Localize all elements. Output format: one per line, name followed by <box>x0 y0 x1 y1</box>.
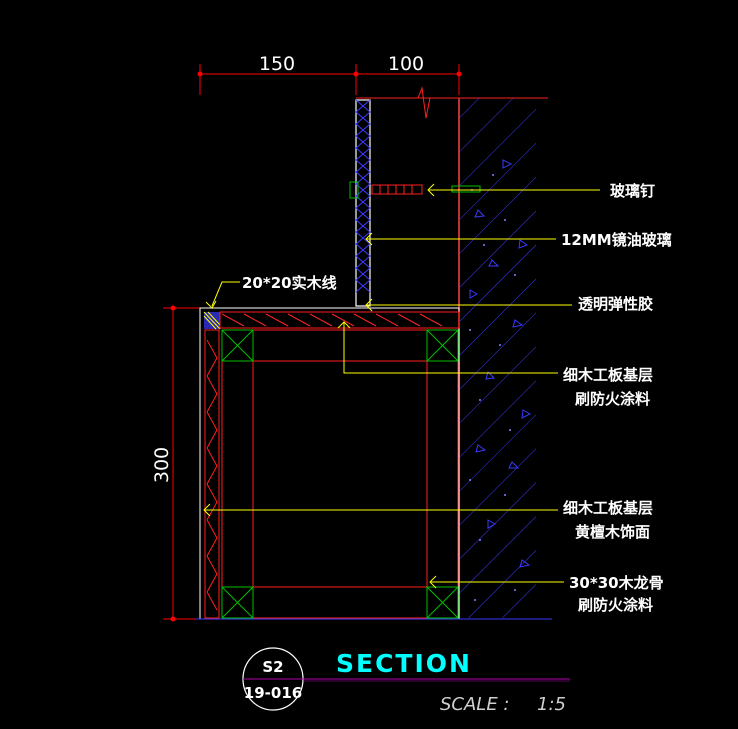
dim-100: 100 <box>388 53 424 75</box>
label-glass: 12MM镜油玻璃 <box>561 231 672 249</box>
dim-300: 300 <box>151 447 173 483</box>
glass-panel <box>355 99 371 307</box>
label-base-layer-1b: 刷防火涂料 <box>575 390 650 408</box>
label-wood-strip: 20*20实木线 <box>242 274 337 292</box>
label-glass-nail: 玻璃钉 <box>610 182 655 200</box>
concrete-wall <box>356 97 548 619</box>
top-dimension <box>197 64 462 95</box>
label-keel-b: 刷防火涂料 <box>578 596 653 614</box>
glass-nail <box>349 181 481 199</box>
sheet-number: S2 <box>262 658 283 676</box>
label-base-layer-2a: 细木工板基层 <box>563 499 653 517</box>
left-dimension <box>163 305 205 622</box>
label-sealant: 透明弹性胶 <box>578 295 653 313</box>
title-block <box>242 647 570 711</box>
cabinet-section <box>195 307 552 620</box>
label-base-layer-2b: 黄檀木饰面 <box>575 523 650 541</box>
drawing-number: 19-016 <box>244 684 302 702</box>
label-base-layer-1a: 细木工板基层 <box>563 366 653 384</box>
dim-150: 150 <box>259 53 295 75</box>
leader-lines <box>203 183 600 589</box>
scale-label: SCALE : <box>440 694 510 715</box>
break-line <box>408 86 440 119</box>
label-keel-a: 30*30木龙骨 <box>569 574 664 592</box>
section-title: SECTION <box>336 649 472 678</box>
scale-value: 1:5 <box>537 694 566 715</box>
